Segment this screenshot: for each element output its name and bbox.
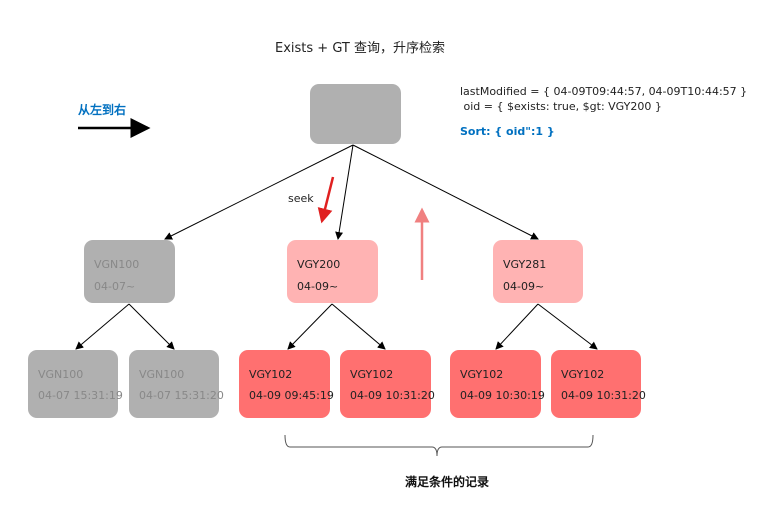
node-key: VGN100	[94, 258, 140, 271]
leaf-node: VGY102 04-09 09:45:19	[239, 350, 334, 418]
mid-node: VGY200 04-09~	[287, 240, 378, 303]
sort-label: Sort: { oid":1 }	[460, 125, 555, 138]
leaf-node: VGN100 04-07 15:31:20	[129, 350, 224, 418]
edge	[128, 303, 175, 350]
leaf-node: VGN100 04-07 15:31:19	[28, 350, 123, 418]
node-date: 04-09 09:45:19	[249, 389, 334, 402]
direction-label: 从左到右	[78, 103, 127, 117]
edge	[495, 303, 539, 350]
node-date: 04-09~	[503, 280, 545, 293]
root-node	[310, 84, 401, 144]
mid-node: VGY281 04-09~	[493, 240, 583, 303]
query-line-2: oid = { $exists: true, $gt: VGY200 }	[460, 100, 662, 113]
edge	[352, 144, 539, 240]
node-date: 04-07 15:31:19	[38, 389, 123, 402]
edge	[164, 144, 354, 240]
edge	[335, 144, 354, 240]
leaf-node: VGY102 04-09 10:31:20	[340, 350, 435, 418]
node-key: VGY102	[350, 368, 394, 381]
seek-label: seek	[288, 192, 314, 205]
node-key: VGY102	[561, 368, 605, 381]
node-key: VGY102	[460, 368, 504, 381]
result-brace	[284, 434, 594, 457]
edge	[331, 303, 386, 350]
leaf-node: VGY102 04-09 10:31:20	[551, 350, 646, 418]
seek-arrow	[317, 176, 335, 224]
node-date: 04-07~	[94, 280, 136, 293]
node-date: 04-09 10:31:20	[561, 389, 646, 402]
node-key: VGY102	[249, 368, 293, 381]
query-line-1: lastModified = { 04-09T09:44:57, 04-09T1…	[460, 85, 748, 98]
mid-node: VGN100 04-07~	[84, 240, 175, 303]
node-key: VGN100	[139, 368, 185, 381]
edge	[287, 303, 333, 350]
leaf-node: VGY102 04-09 10:30:19	[450, 350, 545, 418]
node-date: 04-09~	[297, 280, 339, 293]
node-key: VGY200	[297, 258, 341, 271]
node-date: 04-07 15:31:20	[139, 389, 224, 402]
node-date: 04-09 10:30:19	[460, 389, 545, 402]
result-label: 满足条件的记录	[405, 475, 490, 489]
edge	[537, 303, 598, 350]
diagram-title: Exists + GT 查询，升序检索	[275, 41, 446, 56]
edge	[75, 303, 130, 350]
node-key: VGY281	[503, 258, 547, 271]
node-key: VGN100	[38, 368, 84, 381]
node-date: 04-09 10:31:20	[350, 389, 435, 402]
